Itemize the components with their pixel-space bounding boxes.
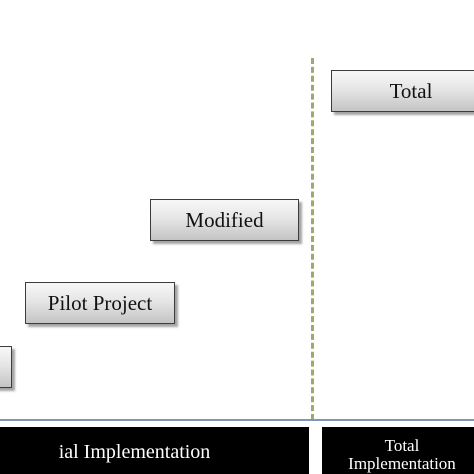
- stage-total-label: Total: [389, 78, 433, 103]
- phase-total-implementation-bar: Total Implementation: [322, 427, 474, 474]
- stage-pilot-project-box: Pilot Project: [25, 282, 175, 324]
- phase-total-implementation-label-line2: Implementation: [348, 453, 456, 473]
- stage-total-box: Total: [331, 70, 474, 112]
- stage-initial-box: [0, 346, 12, 388]
- phase-total-implementation-label-line1: Total: [384, 435, 420, 455]
- stage-modified-box: Modified: [150, 199, 299, 241]
- timeline-baseline: [0, 419, 474, 421]
- phase-partial-implementation-label: ial Implementation: [58, 441, 211, 463]
- phase-partial-implementation-bar: ial Implementation: [0, 427, 309, 474]
- stage-pilot-project-label: Pilot Project: [47, 290, 153, 315]
- phase-divider-dashed-line: [311, 58, 314, 420]
- stage-modified-label: Modified: [185, 207, 264, 232]
